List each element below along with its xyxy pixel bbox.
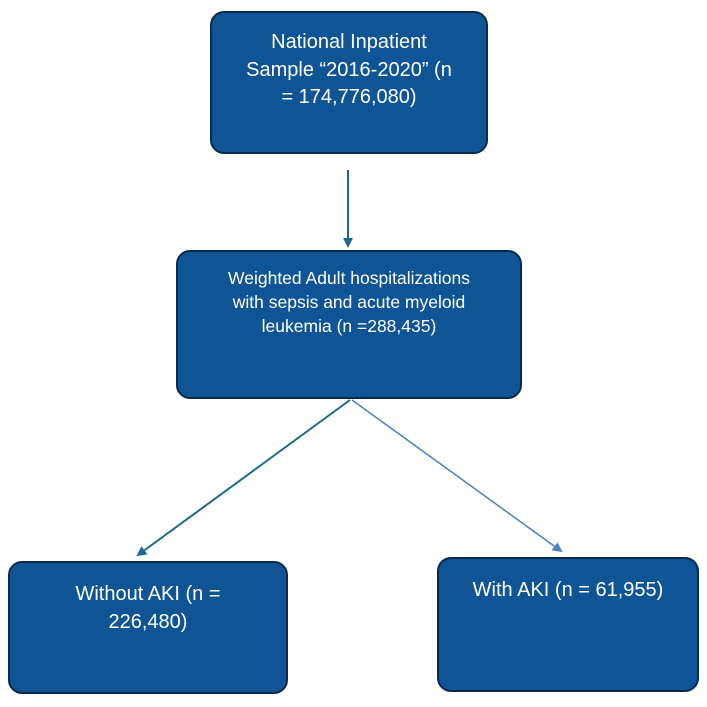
arrow-cohort-to-with-aki <box>351 399 563 553</box>
node-label-line: With AKI (n = 61,955) <box>472 579 664 601</box>
node-label-line: leukemia (n =288,435) <box>261 316 437 337</box>
node-label-line: Without AKI (n = <box>75 583 221 605</box>
node-without-aki: Without AKI (n = 226,480) <box>8 561 288 694</box>
arrow-cohort-to-without-aki <box>136 399 351 557</box>
node-with-aki: With AKI (n = 61,955) <box>437 557 699 692</box>
node-label: With AKI (n = 61,955) <box>473 577 664 605</box>
node-label-line: Sample “2016-2020” (n <box>246 58 452 81</box>
node-label-line: = 174,776,080) <box>281 86 417 109</box>
node-label-line: with sepsis and acute myeloid <box>232 292 466 313</box>
node-label-line: 226,480) <box>108 610 188 633</box>
node-label-line: Weighted Adult hospitalizations <box>228 268 470 288</box>
node-label: Weighted Adult hospitalizations with sep… <box>228 266 470 338</box>
node-label: Without AKI (n = 226,480) <box>75 581 220 636</box>
node-label: National Inpatient Sample “2016-2020” (n… <box>246 29 452 112</box>
node-label-line: National Inpatient <box>271 31 427 53</box>
node-weighted-adult-hospitalizations: Weighted Adult hospitalizations with sep… <box>176 250 522 399</box>
node-national-inpatient-sample: National Inpatient Sample “2016-2020” (n… <box>210 11 488 154</box>
